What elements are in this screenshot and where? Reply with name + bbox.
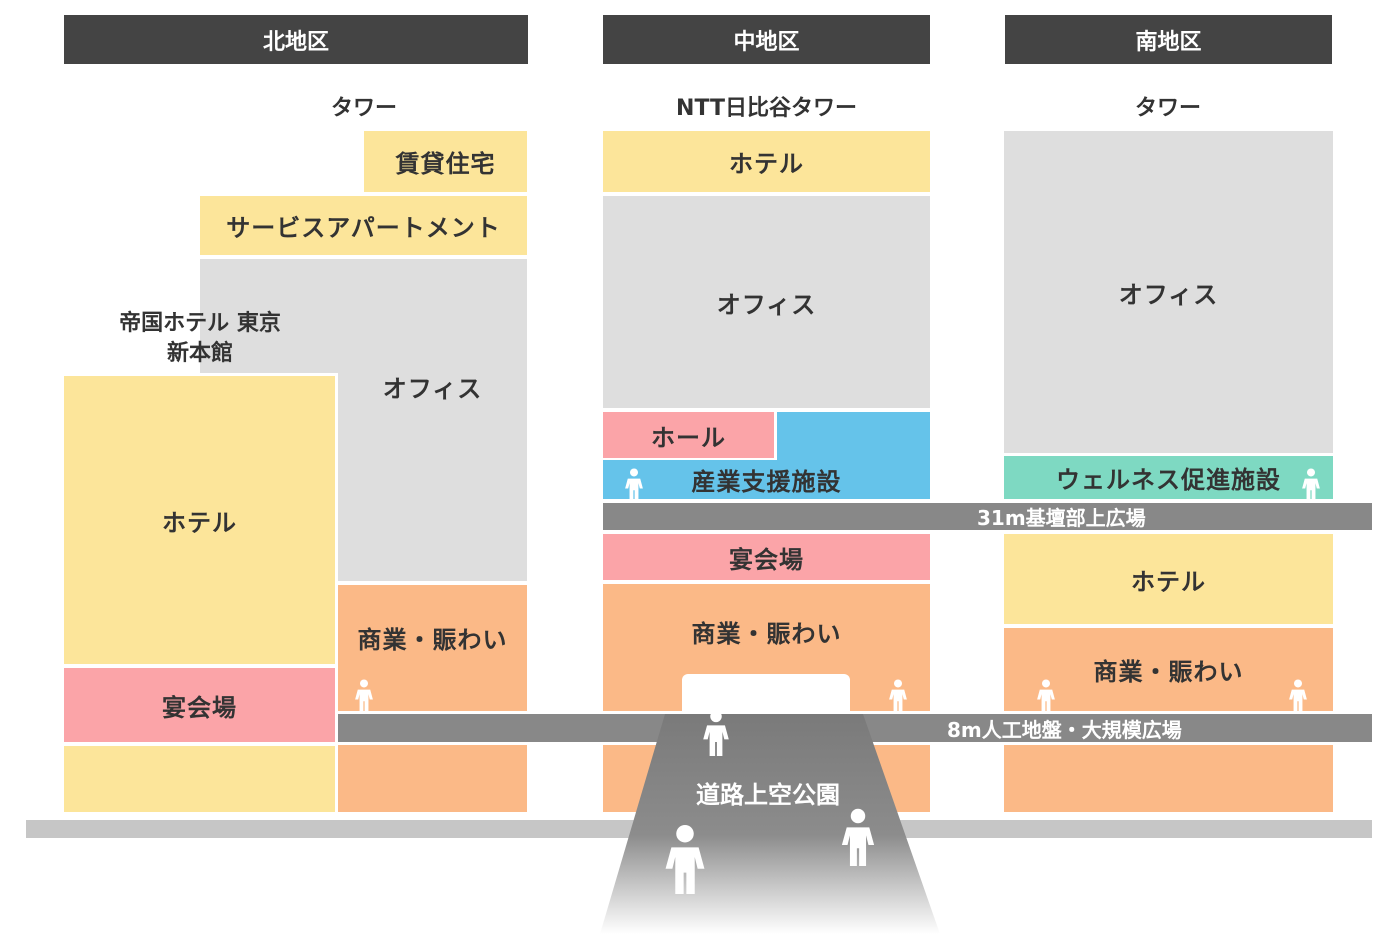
south-district-header: 南地区 — [1005, 15, 1332, 64]
road-park-shape — [600, 714, 940, 934]
person-icon — [886, 679, 910, 711]
road-park-label: 道路上空公園 — [696, 781, 840, 809]
south-wellness-block: ウェルネス促進施設 — [1004, 456, 1333, 499]
central-banquet-block: 宴会場 — [603, 534, 930, 580]
south-hotel-block: ホテル — [1004, 534, 1333, 624]
south-commercial-base-block — [1004, 745, 1333, 812]
teikoku-label-line1: 帝国ホテル 東京 — [119, 311, 281, 336]
central-office-block: オフィス — [603, 196, 930, 408]
central-hall-block: ホール — [603, 412, 774, 458]
person-icon — [352, 679, 376, 711]
north-hotel-base-block — [64, 746, 335, 812]
north-commercial-base-block — [338, 745, 527, 812]
teikoku-label-line2: 新本館 — [166, 341, 233, 366]
north-office-upper-block — [200, 259, 527, 373]
person-icon — [660, 824, 710, 894]
plaza-31m-label: 31m基壇部上広場 — [977, 506, 1146, 530]
central-industry-upper-block — [777, 412, 930, 460]
person-icon — [622, 468, 646, 500]
central-district-header: 中地区 — [603, 15, 930, 64]
central-tower-label: NTT日比谷タワー — [676, 96, 857, 121]
north-banquet-block: 宴会場 — [64, 668, 335, 742]
north-tower-label: タワー — [330, 96, 397, 121]
central-commercial-block: 商業・賑わい — [603, 584, 930, 711]
central-industry-support-block: 産業支援施設 — [603, 460, 930, 499]
north-rental-housing-block: 賃貸住宅 — [364, 131, 527, 192]
north-service-apartment-block: サービスアパートメント — [200, 196, 527, 255]
north-office-block: オフィス — [338, 373, 527, 581]
person-icon — [836, 808, 880, 866]
central-hotel-block: ホテル — [603, 131, 930, 192]
person-icon — [1034, 679, 1058, 711]
person-icon — [1299, 468, 1323, 500]
plaza-8m-label: 8m人工地盤・大規模広場 — [947, 717, 1182, 742]
central-entrance-opening — [682, 674, 850, 714]
person-icon — [1286, 679, 1310, 711]
north-district-header: 北地区 — [64, 15, 528, 64]
north-hotel-block: ホテル — [64, 376, 335, 664]
south-tower-label: タワー — [1134, 96, 1201, 121]
south-commercial-block: 商業・賑わい — [1004, 628, 1333, 711]
person-icon — [700, 710, 732, 756]
south-office-block: オフィス — [1004, 131, 1333, 453]
plaza-31m-band: 31m基壇部上広場 — [603, 503, 1372, 530]
